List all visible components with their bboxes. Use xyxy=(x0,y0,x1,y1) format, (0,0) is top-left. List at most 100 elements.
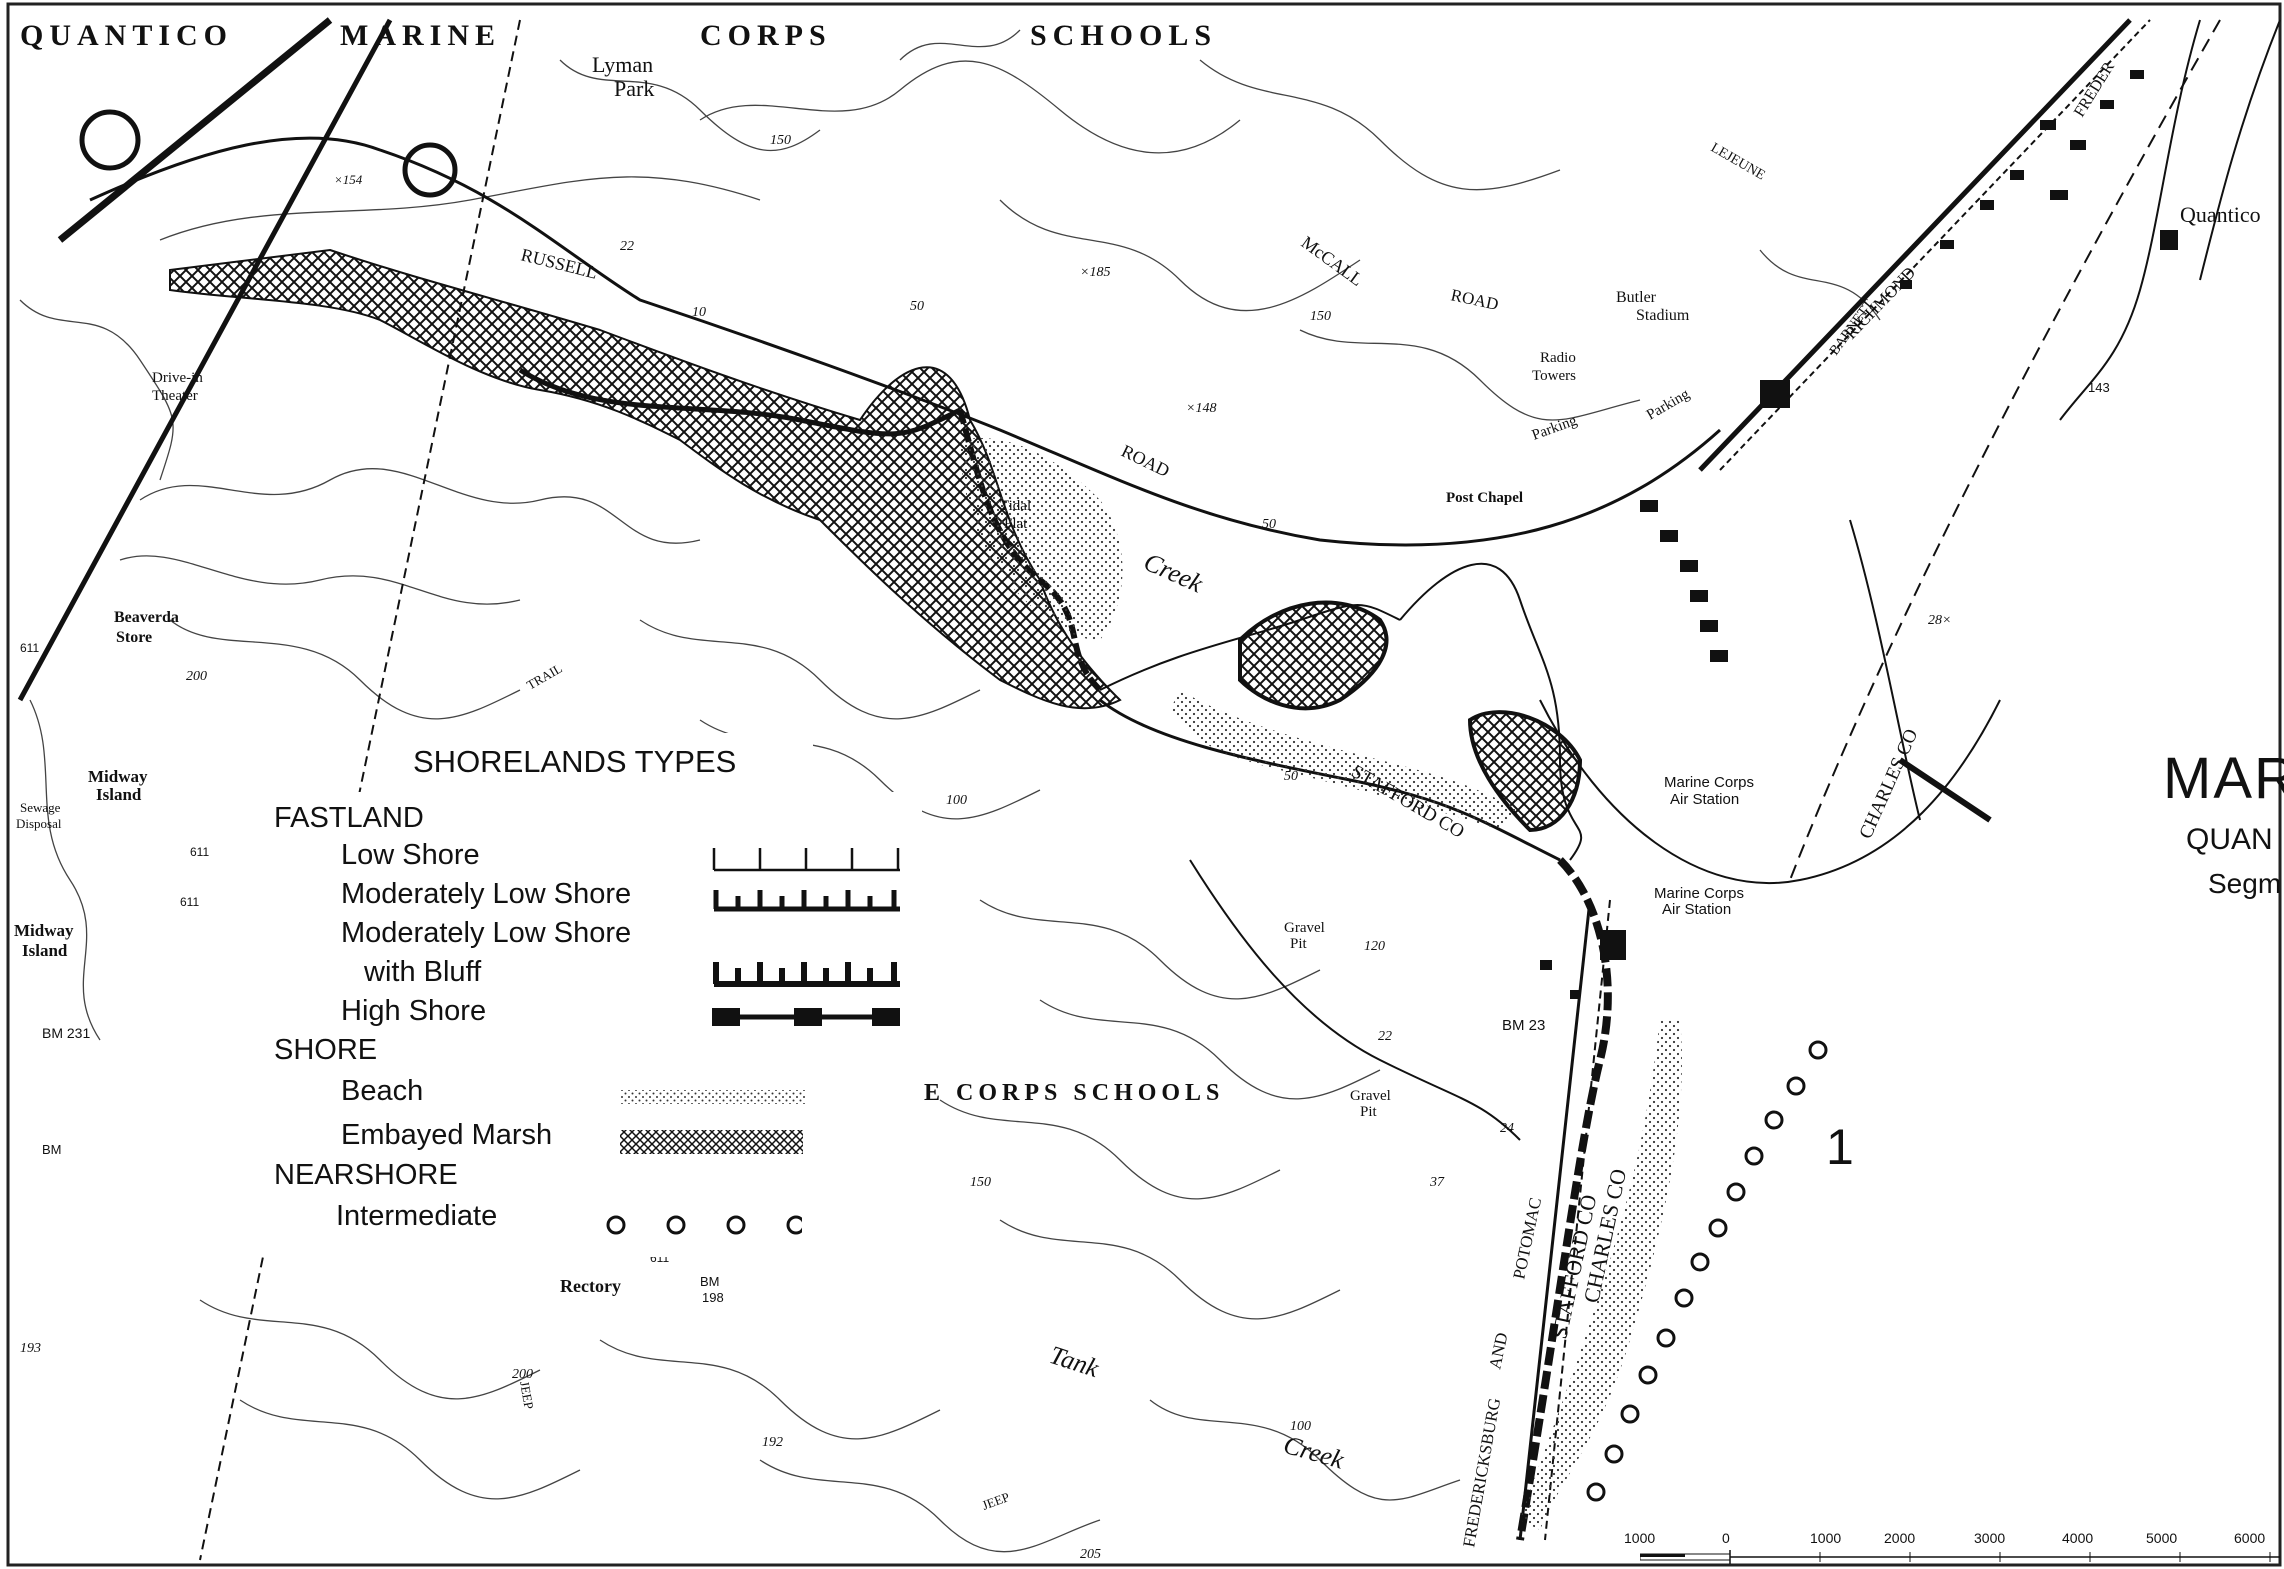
label-store: Store xyxy=(116,629,152,646)
label-corps-top: CORPS xyxy=(700,19,832,52)
label-beaverdam: Beaverda xyxy=(114,609,179,626)
contour-10: 10 xyxy=(692,305,706,320)
label-bm-198b: 198 xyxy=(702,1290,724,1305)
spot-185: ×185 xyxy=(1080,265,1110,280)
scale-tick-label: 1000 xyxy=(1624,1530,1656,1546)
legend-title: SHORELANDS TYPES xyxy=(405,733,813,791)
label-143: 143 xyxy=(2088,380,2110,395)
label-theater: Theater xyxy=(152,388,198,404)
contour-24: 24 xyxy=(1500,1121,1514,1136)
label-and: AND xyxy=(1485,1331,1511,1371)
legend-mod-low-shore: Moderately Low Shore xyxy=(341,878,632,910)
label-midway-2: Midway xyxy=(14,921,74,940)
right-title-segment: Segm xyxy=(2208,868,2282,899)
label-bm-23: BM 23 xyxy=(1502,1017,1545,1034)
legend-nearshore: NEARSHORE xyxy=(274,1159,458,1191)
label-bm-bottom: BM xyxy=(42,1142,62,1157)
right-title-sub: QUAN xyxy=(2186,823,2273,856)
buildings xyxy=(1540,70,2178,999)
label-trail: TRAIL xyxy=(524,660,565,692)
label-creek: Creek xyxy=(1140,547,1208,599)
label-potomac: POTOMAC xyxy=(1509,1196,1545,1281)
label-butler: Butler xyxy=(1616,289,1657,306)
label-bm-231: BM 231 xyxy=(42,1025,90,1041)
label-disposal: Disposal xyxy=(16,816,62,831)
label-creek-2: Creek xyxy=(1280,1430,1347,1475)
label-freder: FREDER xyxy=(2071,59,2118,120)
roads xyxy=(17,17,2221,1561)
label-lyman-park: Park xyxy=(614,76,654,101)
label-sewage: Sewage xyxy=(20,800,61,815)
contour-22-b: 22 xyxy=(1378,1029,1392,1044)
scale-tick-label: 3000 xyxy=(1974,1530,2006,1546)
spot-28: 28× xyxy=(1928,613,1951,628)
contour-200-b: 200 xyxy=(512,1367,533,1382)
legend-beach: Beach xyxy=(341,1075,424,1107)
contour-205: 205 xyxy=(1080,1547,1101,1562)
symbol-embayed-marsh xyxy=(620,1130,803,1154)
label-bm-198: BM xyxy=(700,1274,720,1289)
contour-50-c: 50 xyxy=(1262,517,1276,532)
label-road: ROAD xyxy=(1118,441,1173,481)
legend-with-bluff: with Bluff xyxy=(364,956,482,988)
label-quantico-top: QUANTICO xyxy=(20,19,233,52)
symbol-high-shore xyxy=(712,1008,900,1026)
contour-50-a: 50 xyxy=(910,299,924,314)
scale-tick-label: 2000 xyxy=(1884,1530,1916,1546)
symbol-intermediate xyxy=(606,1215,802,1235)
symbol-low-shore xyxy=(712,848,900,872)
label-lyman: Lyman xyxy=(592,52,653,77)
label-gravel-2: Gravel xyxy=(1350,1088,1391,1104)
contour-50-b: 50 xyxy=(1284,769,1298,784)
label-radio-towers: Towers xyxy=(1532,368,1576,384)
contour-120: 120 xyxy=(1364,939,1385,954)
right-shore xyxy=(2059,19,2281,421)
contour-100-b: 100 xyxy=(1290,1419,1311,1434)
label-gravel-1: Gravel xyxy=(1284,920,1325,936)
label-lejeune: LEJEUNE xyxy=(1708,140,1767,183)
label-parking-1: Parking xyxy=(1530,413,1580,444)
scale-tick-label: 1000 xyxy=(1810,1530,1842,1546)
label-butler-stadium: Stadium xyxy=(1636,307,1690,324)
label-mccall: McCALL xyxy=(1298,232,1367,290)
contour-192: 192 xyxy=(762,1435,783,1450)
contour-150-b: 150 xyxy=(970,1175,991,1190)
nearshore-markers xyxy=(1586,1040,1828,1502)
contour-lines xyxy=(19,29,1881,1553)
label-parking-2: Parking xyxy=(1644,386,1693,423)
label-russell-road: RUSSELL xyxy=(519,244,600,282)
label-marine-top: MARINE xyxy=(340,19,501,52)
contour-150-a: 150 xyxy=(770,133,791,148)
label-tank: Tank xyxy=(1046,1340,1103,1383)
embayed-marsh xyxy=(169,248,1583,833)
legend-fastland: FASTLAND xyxy=(274,802,424,834)
label-fredericksburg: FREDERICKSBURG xyxy=(1459,1397,1504,1549)
label-tidal: Tidal xyxy=(1000,498,1031,514)
label-post-chapel: Post Chapel xyxy=(1446,490,1523,506)
symbol-mod-low-shore-bluff xyxy=(713,962,900,987)
label-marine-air-1: Marine Corps xyxy=(1664,774,1754,791)
beach-tidal-flat xyxy=(960,438,1682,1530)
spot-148: ×148 xyxy=(1186,401,1216,416)
segment-number: 1 xyxy=(1826,1119,1854,1175)
label-island-2: Island xyxy=(22,941,68,960)
label-marine-air-2: Marine Corps xyxy=(1654,885,1744,902)
label-jeep-1: JEEP xyxy=(517,1380,537,1410)
route-611-b: 611 xyxy=(190,845,209,859)
spot-154: ×154 xyxy=(334,172,363,187)
label-pit-1: Pit xyxy=(1290,936,1308,952)
legend-mod-low-shore-bluff: Moderately Low Shore xyxy=(341,917,632,949)
symbol-mod-low-shore xyxy=(713,890,900,912)
route-611-a: 611 xyxy=(20,641,39,655)
route-611-c: 611 xyxy=(180,895,199,909)
label-flat: Flat xyxy=(1004,516,1028,532)
label-drive-in: Drive-in xyxy=(152,370,203,386)
label-jeep-2: JEEP xyxy=(980,1489,1012,1513)
contour-150-c: 150 xyxy=(1310,309,1331,324)
map-labels: QUANTICO MARINE CORPS SCHOOLS Lyman Park… xyxy=(14,19,2261,1562)
legend-high-shore: High Shore xyxy=(341,995,487,1027)
label-mccall-road: ROAD xyxy=(1449,285,1500,314)
contour-200-a: 200 xyxy=(186,669,207,684)
contour-37: 37 xyxy=(1429,1175,1445,1190)
label-air-station-2: Air Station xyxy=(1662,901,1731,918)
